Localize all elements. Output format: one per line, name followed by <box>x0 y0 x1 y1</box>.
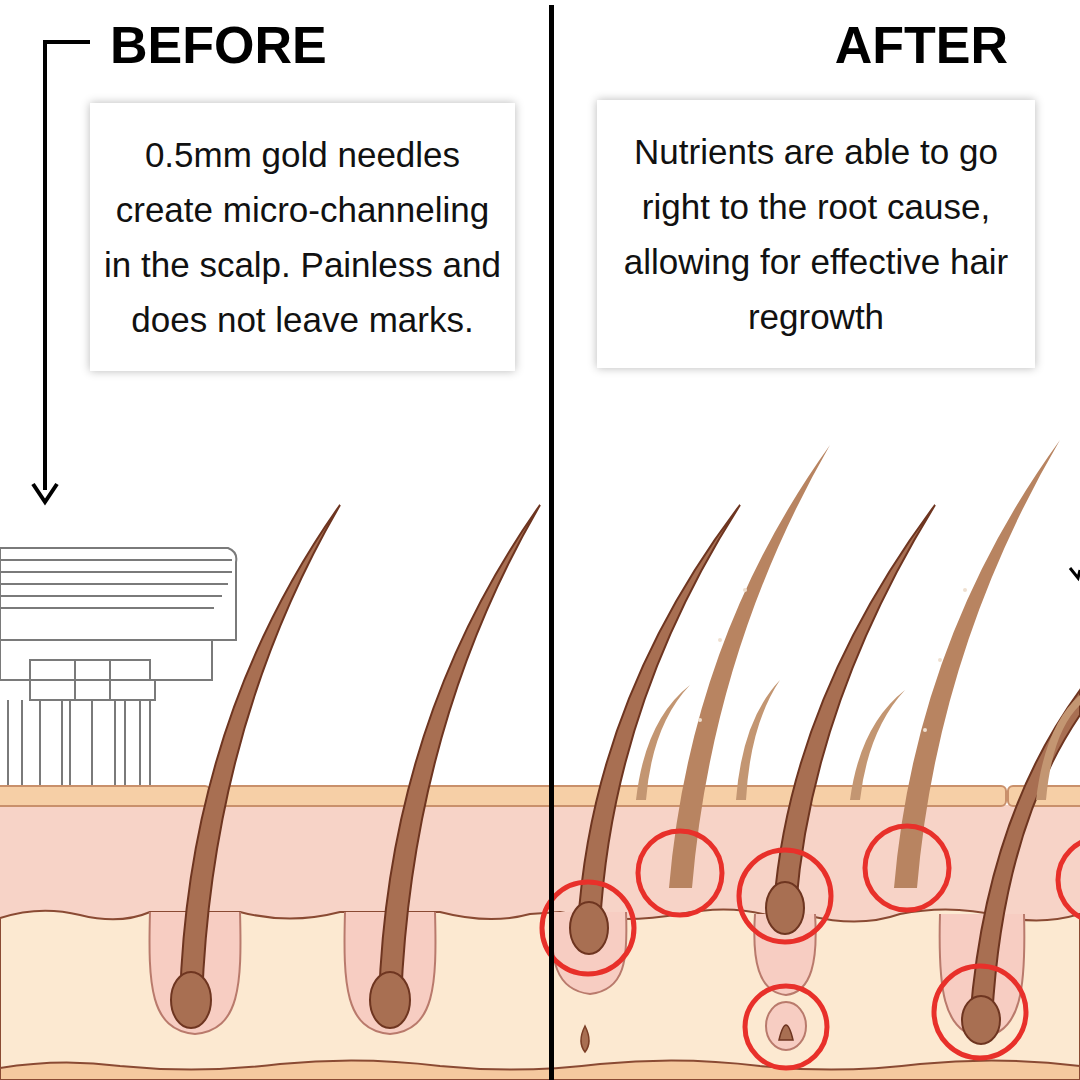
needle <box>139 700 141 785</box>
panel-heading: BEFORE <box>110 15 327 75</box>
epidermis-cell <box>0 786 210 806</box>
text-box: BEFORE0.5mm gold needles create micro-ch… <box>90 103 515 371</box>
needle <box>91 700 93 785</box>
needle <box>114 700 116 785</box>
texture-dot <box>718 638 722 642</box>
highlight-circles <box>542 826 1080 1068</box>
hair-bulb <box>766 882 804 934</box>
device-line <box>109 660 111 700</box>
microneedle-device <box>0 548 236 785</box>
device-cap <box>0 548 236 640</box>
device-body <box>0 640 212 680</box>
small-hair <box>850 690 905 800</box>
needle <box>124 700 126 785</box>
device-line <box>0 559 232 561</box>
epidermis-cell <box>414 786 610 806</box>
texture-dot <box>963 588 967 592</box>
bottom-layer <box>0 1060 1080 1080</box>
hair-bulb <box>570 902 608 954</box>
device-line <box>0 571 232 573</box>
device-line <box>0 595 222 597</box>
panel-heading: AFTER <box>835 15 1008 75</box>
hair-bulb <box>171 972 211 1028</box>
needle <box>149 700 151 785</box>
text-box: AFTERNutrients are able to go right to t… <box>597 100 1035 368</box>
follicle-sheath <box>766 1002 806 1050</box>
description-text: Nutrients are able to go right to the ro… <box>609 124 1023 344</box>
arrowhead <box>1070 568 1080 578</box>
epidermis-cell <box>212 786 412 806</box>
divider-line <box>549 5 554 1080</box>
device-part <box>30 660 150 680</box>
small-hair <box>736 680 780 800</box>
highlight-circle <box>745 986 827 1068</box>
needle <box>7 700 9 785</box>
highlight-circle <box>638 831 722 915</box>
small-hair <box>636 685 690 800</box>
highlight-circle <box>542 882 634 974</box>
needle <box>61 700 63 785</box>
device-line <box>0 583 228 585</box>
hair-bud <box>779 1025 793 1040</box>
highlight-circle <box>865 826 949 910</box>
needle <box>39 700 41 785</box>
texture-dot <box>743 588 747 592</box>
texture-dot <box>938 658 942 662</box>
arrowhead <box>33 484 57 502</box>
description-text: 0.5mm gold needles create micro-channeli… <box>102 127 503 347</box>
nutrient-droplet <box>581 1026 589 1052</box>
needle <box>21 700 23 785</box>
device-line <box>0 607 214 609</box>
texture-dot <box>923 728 927 732</box>
hair-bulb <box>962 996 1000 1044</box>
highlight-circle <box>1058 838 1080 922</box>
hypodermis-layer <box>0 909 1080 1080</box>
device-line <box>74 660 76 700</box>
bracket-arrow <box>45 42 90 490</box>
hair-texture <box>698 588 967 732</box>
hair <box>379 505 540 1000</box>
device-part <box>30 680 155 700</box>
small-hair <box>1036 695 1080 800</box>
new-hair <box>894 440 1060 888</box>
hairs-after <box>570 440 1080 1044</box>
needle <box>69 700 71 785</box>
highlight-circle <box>934 966 1026 1058</box>
texture-dot <box>698 718 702 722</box>
highlight-circle <box>739 850 831 942</box>
hair-bulb <box>370 972 410 1028</box>
